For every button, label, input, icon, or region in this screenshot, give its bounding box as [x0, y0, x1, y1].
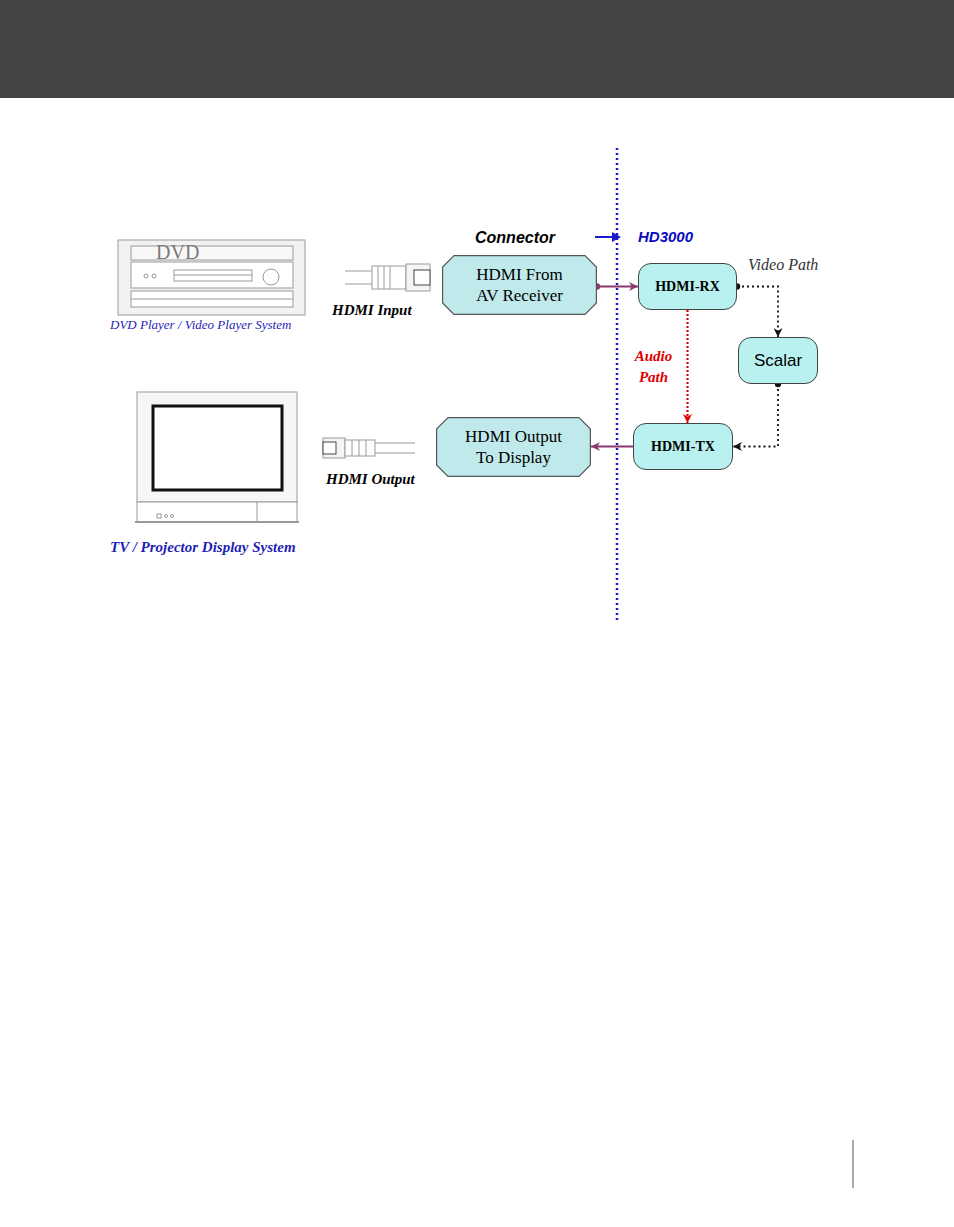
dvd-player-illustration: [118, 240, 305, 315]
hdmi-output-connector: [323, 438, 415, 458]
device-caption: TV / Projector Display System: [110, 539, 296, 556]
scaler-box: Scalar: [738, 337, 818, 384]
octagon-outline: [442, 255, 597, 315]
device-caption: DVD Player / Video Player System: [110, 317, 291, 333]
octagon-outline: [436, 417, 591, 477]
tv-illustration: [135, 392, 299, 522]
path-label: Video Path: [748, 256, 818, 274]
node-text: HDMI-RX: [655, 278, 720, 296]
header-bar: [0, 0, 954, 98]
section-heading: Connector: [475, 229, 555, 247]
node-text: HDMI-TX: [651, 438, 715, 456]
connector-box: HDMI Output To Display: [436, 417, 591, 477]
port-label: HDMI Output: [326, 471, 415, 488]
pointer-arrowhead: [612, 232, 621, 242]
signal-connector: [591, 445, 633, 447]
signal-connector: [737, 287, 778, 338]
signal-connector: [686, 310, 688, 423]
node-text: HDMI Output To Display: [462, 426, 566, 469]
connector-box: HDMI From AV Receiver: [442, 255, 597, 315]
logo-text: DVD: [156, 241, 199, 264]
signal-connector: [733, 384, 778, 447]
page-rule: [853, 1140, 854, 1188]
signal-connector: [597, 285, 638, 287]
receiver-box: HDMI-RX: [638, 263, 737, 310]
octagon-shape: [443, 256, 597, 315]
pointer-arrow: [595, 236, 614, 238]
node-text: Scalar: [754, 350, 802, 371]
boundary-line: [616, 148, 619, 620]
transmitter-box: HDMI-TX: [633, 423, 733, 470]
port-label: HDMI Input: [332, 302, 412, 319]
hdmi-input-connector: [345, 264, 430, 291]
device-name: HD3000: [638, 228, 693, 245]
node-text: HDMI From AV Receiver: [468, 264, 572, 307]
path-label: Audio Path: [628, 346, 680, 387]
octagon-shape: [437, 418, 591, 477]
